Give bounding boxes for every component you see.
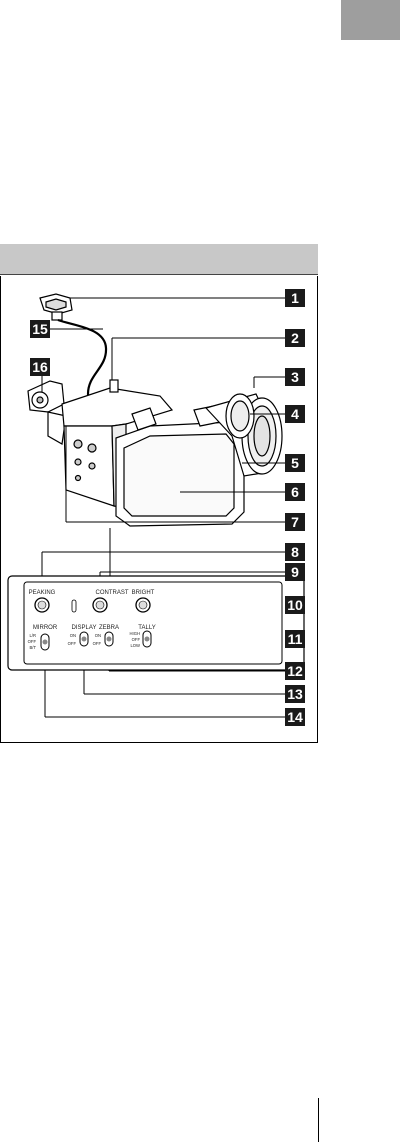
bright-label: BRIGHT [132,590,155,596]
callout-11: 11 [285,630,305,648]
svg-text:6: 6 [291,484,299,500]
tally-label: TALLY [138,625,155,631]
peaking-label: PEAKING [29,590,56,596]
indicator-slot [72,600,76,612]
callout-4: 4 [285,405,305,423]
callout-14: 14 [285,708,305,726]
svg-text:7: 7 [291,514,299,530]
svg-text:13: 13 [287,686,303,702]
svg-text:10: 10 [287,597,303,613]
callout-2: 2 [285,329,305,347]
svg-text:L/R: L/R [29,633,36,638]
callout-10: 10 [285,596,305,614]
svg-text:ON: ON [95,633,101,638]
callout-16: 16 [30,358,50,376]
svg-text:14: 14 [287,709,303,725]
svg-text:LOW: LOW [130,643,140,648]
svg-text:15: 15 [32,321,48,337]
mirror-label: MIRROR [33,625,58,631]
viewfinder-body [62,388,172,426]
callout-5: 5 [285,454,305,472]
control-panel: PEAKING CONTRAST BRIGHT MIRROR L/R OFF B… [8,576,304,670]
svg-text:12: 12 [287,663,303,679]
callout-15: 15 [30,320,50,338]
contrast-label: CONTRAST [96,590,129,596]
callout-7: 7 [285,513,305,531]
callout-12: 12 [285,662,305,680]
svg-text:ON: ON [70,633,76,638]
svg-text:5: 5 [291,455,299,471]
svg-text:2: 2 [291,330,299,346]
callout-9: 9 [285,563,305,581]
svg-text:OFF: OFF [93,641,102,646]
callout-6: 6 [285,483,305,501]
svg-text:4: 4 [291,406,299,422]
svg-text:3: 3 [291,369,299,385]
zebra-label: ZEBRA [99,625,119,631]
callout-3: 3 [285,368,305,386]
svg-text:HIGH: HIGH [130,631,140,636]
svg-text:OFF: OFF [132,637,141,642]
section-heading-bar [0,244,318,275]
svg-text:1: 1 [291,290,299,306]
display-label: DISPLAY [72,625,97,631]
svg-text:OFF: OFF [68,641,77,646]
viewfinder-figure: PEAKING CONTRAST BRIGHT MIRROR L/R OFF B… [0,276,318,743]
chapter-tab [341,0,400,40]
callout-8: 8 [285,543,305,561]
svg-text:B/T: B/T [29,645,36,650]
svg-text:16: 16 [32,359,48,375]
callout-1: 1 [285,289,305,307]
svg-text:8: 8 [291,544,299,560]
svg-text:11: 11 [288,631,303,647]
callout-13: 13 [285,685,305,703]
svg-text:9: 9 [291,564,299,580]
footer-rule [318,1098,319,1142]
svg-text:OFF: OFF [28,639,37,644]
